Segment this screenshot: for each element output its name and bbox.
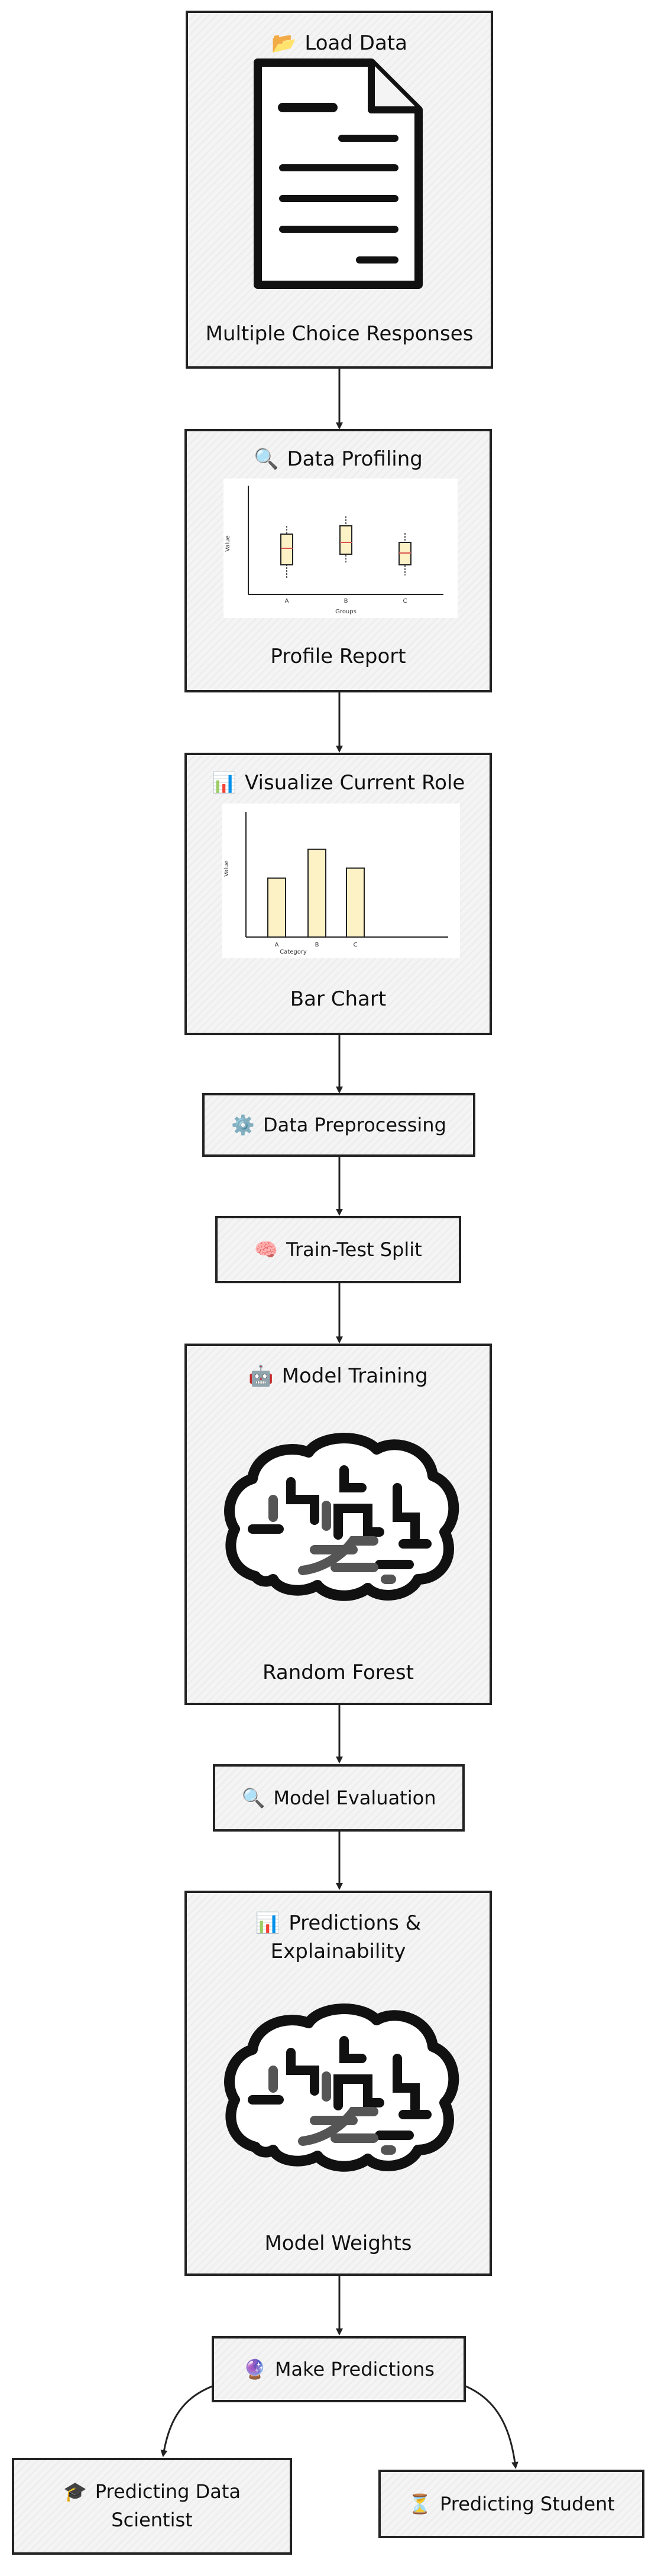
node-caption: Multiple Choice Responses <box>205 322 474 346</box>
magnifier-icon: 🔍 <box>241 1787 265 1809</box>
box-A <box>280 534 293 565</box>
x-tick-label: A <box>275 942 279 948</box>
folder-icon: 📂 <box>271 31 297 55</box>
node-title: 🎓Predicting Data <box>63 2480 241 2503</box>
node-model-training[interactable]: 🤖Model Training Random Forest <box>184 1344 492 1705</box>
x-tick-label: C <box>354 942 358 948</box>
node-make-predictions[interactable]: 🔮Make Predictions <box>212 2336 466 2402</box>
node-title: 🔍Data Profiling <box>254 447 423 471</box>
brain-icon: 🧠 <box>254 1238 278 1261</box>
box-B <box>339 525 352 555</box>
node-predicting-student[interactable]: ⏳Predicting Student <box>378 2470 644 2538</box>
node-title: 🤖Model Training <box>248 1364 428 1388</box>
crystal-ball-icon: 🔮 <box>243 2358 267 2380</box>
x-tick-label: C <box>403 598 407 604</box>
node-load-data[interactable]: 📂Load Data Multiple Choice Responses <box>186 11 493 369</box>
robot-icon: 🤖 <box>248 1364 274 1388</box>
document-icon <box>254 58 423 289</box>
x-tick-label: A <box>285 598 289 604</box>
node-title: 📊Predictions & <box>255 1911 422 1935</box>
graduation-cap-icon: 🎓 <box>63 2480 87 2503</box>
node-train-test-split[interactable]: 🧠Train-Test Split <box>215 1216 461 1283</box>
node-data-preprocessing[interactable]: ⚙️Data Preprocessing <box>202 1093 475 1157</box>
node-model-evaluation[interactable]: 🔍Model Evaluation <box>213 1764 465 1832</box>
y-axis-label: Value <box>225 535 231 551</box>
bar-A <box>267 877 286 938</box>
bar-C <box>346 867 365 938</box>
brain-icon <box>224 2003 459 2172</box>
node-caption: Random Forest <box>263 1661 414 1684</box>
x-axis-label: Category <box>280 949 307 955</box>
y-axis-label: Value <box>223 860 230 876</box>
node-predicting-data-scientist[interactable]: 🎓Predicting Data Scientist <box>12 2458 292 2555</box>
hourglass-icon: ⏳ <box>408 2493 432 2515</box>
node-title-line2: Explainability <box>270 1940 406 1963</box>
gear-icon: ⚙️ <box>231 1114 255 1136</box>
node-caption: Bar Chart <box>290 987 387 1011</box>
brain-icon <box>224 1433 459 1601</box>
x-tick-label: B <box>315 942 319 948</box>
x-tick-label: B <box>344 598 348 604</box>
magnifier-icon: 🔍 <box>254 447 279 471</box>
node-title: 📊Visualize Current Role <box>211 771 465 795</box>
node-title: 📂Load Data <box>271 31 407 55</box>
bar-chart-icon: 📊 <box>255 1911 281 1935</box>
node-caption: Profile Report <box>270 645 406 668</box>
node-predictions-explainability[interactable]: 📊Predictions & Explainability Model Weig… <box>184 1891 492 2276</box>
bar-chart-icon: 📊 <box>211 771 237 795</box>
node-title-line2: Scientist <box>111 2509 193 2531</box>
node-caption: Model Weights <box>264 2232 412 2255</box>
x-axis-label: Groups <box>335 609 357 615</box>
bar-B <box>307 848 326 938</box>
